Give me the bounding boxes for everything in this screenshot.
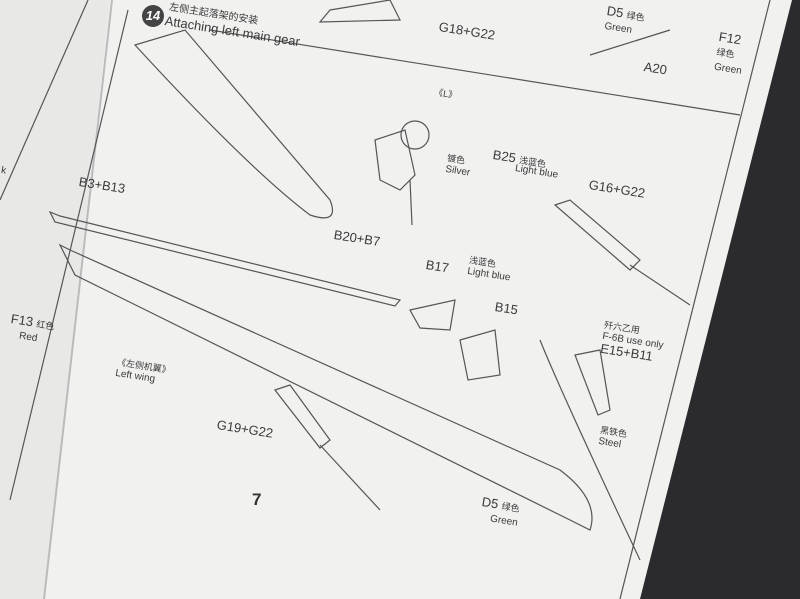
page-fold [43,0,113,599]
wing-upper [48,210,402,307]
part-number: F12 [717,29,743,48]
part-number: D5 [480,494,500,512]
part-number: F13 [9,311,35,330]
page-number: 7 [252,490,262,509]
color-cn: 红色 [35,319,56,332]
wheel [400,120,430,150]
part-number: B25 [491,147,518,166]
color-cn: 绿色 [625,10,646,23]
wing-lower [58,243,593,531]
color-cn: 绿色 [500,501,521,514]
left-page [0,0,110,599]
frame-left [9,9,129,501]
label-d5-bottom: D5 绿色 Green [479,494,522,529]
step-number-badge: 14 [142,5,164,27]
drop-tank [133,29,334,219]
part-number: D5 [605,3,625,21]
color-en: Red [18,330,39,345]
color-cn: 绿色 [715,47,736,60]
frame-divider [209,29,741,116]
frame-right [619,0,771,599]
